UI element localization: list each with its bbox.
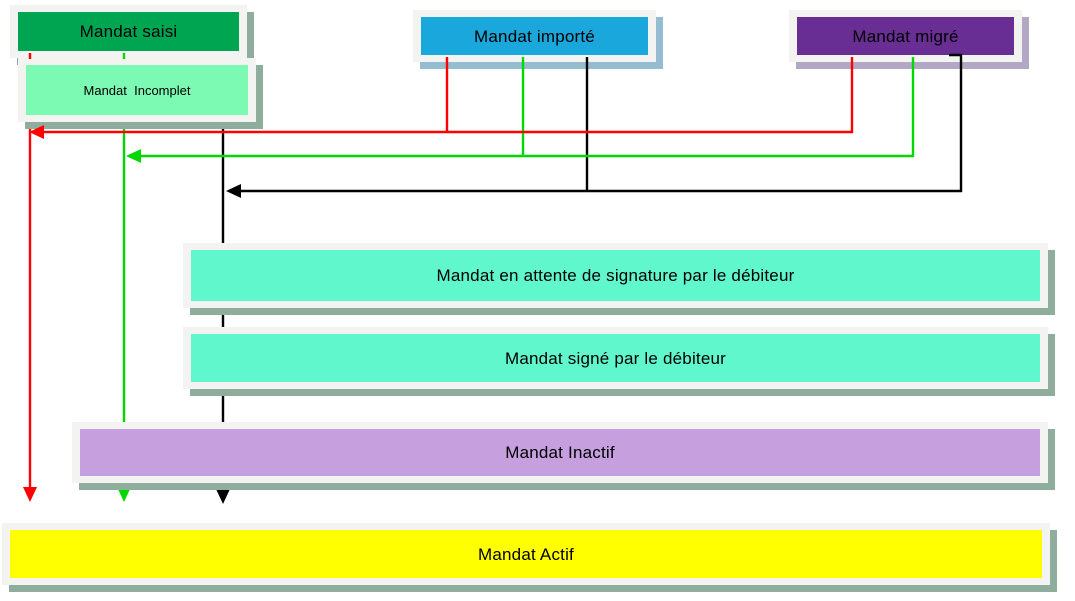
state-fill-mandat-incomplet: Mandat Incomplet (26, 65, 248, 115)
state-fill-mandat-importe: Mandat importé (421, 17, 648, 55)
state-label-mandat-actif: Mandat Actif (478, 544, 574, 564)
state-fill-mandat-en-attente-signature: Mandat en attente de signature par le dé… (191, 250, 1040, 301)
arrowhead-left-green (126, 149, 141, 163)
state-fill-mandat-signe: Mandat signé par le débiteur (191, 334, 1040, 382)
state-box-mandat-incomplet: Mandat Incomplet (18, 58, 256, 122)
state-fill-mandat-saisi: Mandat saisi (18, 12, 239, 51)
arrowhead-down-green (117, 487, 131, 502)
state-box-mandat-signe: Mandat signé par le débiteur (183, 327, 1048, 389)
state-label-mandat-incomplet: Mandat Incomplet (83, 82, 191, 98)
state-box-mandat-inactif: Mandat Inactif (72, 422, 1048, 483)
state-box-mandat-en-attente-signature: Mandat en attente de signature par le dé… (183, 243, 1048, 308)
state-fill-mandat-actif: Mandat Actif (10, 530, 1042, 578)
state-box-mandat-actif: Mandat Actif (2, 523, 1050, 585)
arrowhead-down-red (23, 487, 37, 502)
state-label-mandat-migre: Mandat migré (852, 26, 959, 46)
state-box-mandat-saisi: Mandat saisi (10, 5, 247, 58)
state-label-mandat-signe: Mandat signé par le débiteur (504, 348, 727, 368)
state-box-mandat-migre: Mandat migré (789, 10, 1022, 62)
state-box-mandat-importe: Mandat importé (413, 10, 656, 62)
state-label-mandat-importe: Mandat importé (474, 26, 595, 46)
arrowhead-left-black (226, 184, 241, 198)
black-line-migre-drop-elbow (949, 53, 963, 192)
state-label-mandat-inactif: Mandat Inactif (505, 443, 615, 462)
state-fill-mandat-migre: Mandat migré (797, 17, 1014, 55)
state-label-mandat-en-attente-signature: Mandat en attente de signature par le dé… (436, 266, 795, 285)
arrowhead-down-black (216, 489, 230, 504)
state-label-mandat-saisi: Mandat saisi (79, 22, 178, 41)
state-fill-mandat-inactif: Mandat Inactif (80, 429, 1040, 476)
arrowhead-left-red (29, 125, 44, 139)
